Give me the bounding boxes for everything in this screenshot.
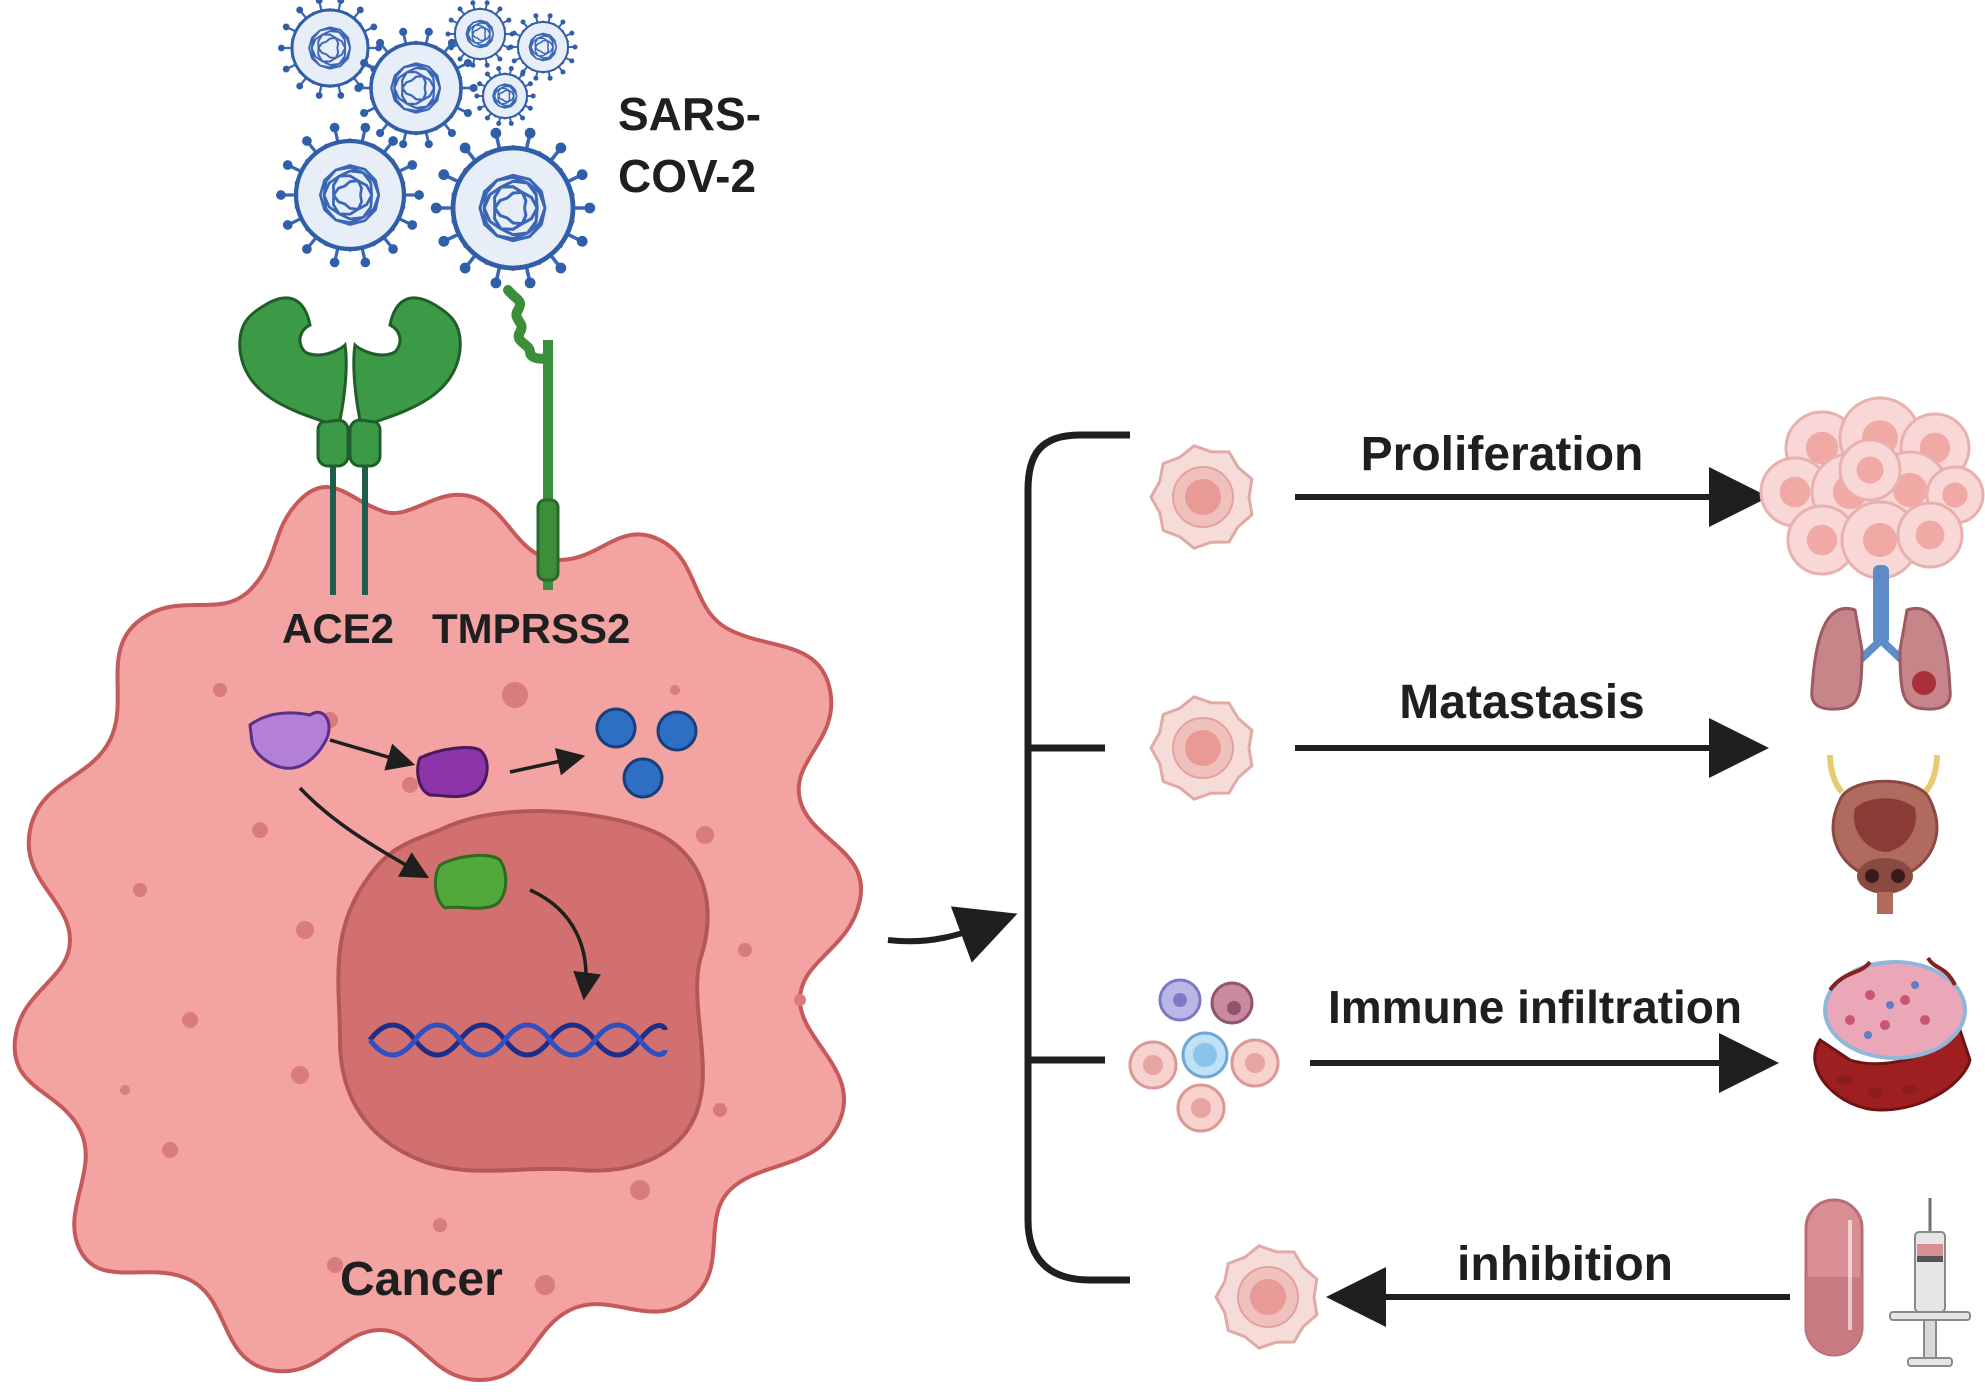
tumor-cluster-icon	[1759, 396, 1985, 580]
activated-protein-icon	[416, 746, 489, 798]
row-arrows	[1295, 467, 1790, 1327]
virus-label-line2: COV-2	[618, 150, 756, 202]
cancer-cell-small-icon	[1149, 444, 1319, 1350]
virus-particle	[277, 0, 383, 99]
outcome-bracket	[1024, 431, 1130, 1284]
transcription-factor-icon	[433, 854, 508, 910]
ace2-label: ACE2	[282, 605, 394, 652]
cancer-label: Cancer	[340, 1253, 503, 1306]
tumor-vessel-icon	[1813, 956, 1972, 1112]
proliferation-label: Proliferation	[1361, 428, 1644, 481]
lungs-icon	[1810, 565, 1952, 711]
immune-infiltration-label: Immune infiltration	[1328, 981, 1742, 1033]
cancer-cell-small	[1149, 695, 1254, 801]
prostate-icon	[1827, 754, 1940, 914]
tumor-cell	[1838, 438, 1902, 502]
virus-particle	[445, 0, 515, 68]
inhibition-label: inhibition	[1457, 1238, 1673, 1291]
cancer-cell	[12, 485, 864, 1383]
capsule-pill-icon	[1804, 1198, 1864, 1357]
virus-particle	[354, 27, 478, 149]
ace2-receptor-icon	[238, 296, 462, 595]
tumor-cell	[1840, 500, 1920, 580]
virus-particle	[430, 127, 596, 289]
tmprss2-receptor-icon	[503, 285, 560, 590]
cancer-cell-small	[1149, 444, 1254, 550]
outcome-arrow	[887, 906, 1018, 963]
virus-particle	[474, 66, 536, 126]
metastasis-label: Matastasis	[1399, 676, 1644, 729]
syringe-icon	[1889, 1198, 1971, 1367]
signaling-arrows	[298, 738, 602, 1001]
virus-particle-icon	[276, 0, 596, 289]
tumor-cell	[1896, 501, 1964, 569]
molecule-cluster-icon	[595, 707, 698, 799]
cancer-cell-small	[1214, 1244, 1319, 1350]
tmprss2-label: TMPRSS2	[432, 605, 630, 652]
dna-helix-icon	[368, 1022, 668, 1058]
virus-particle	[276, 122, 424, 268]
immune-cells-icon	[1128, 978, 1280, 1133]
signaling-protein-icon	[248, 711, 331, 770]
virus-particle	[508, 13, 578, 81]
virus-label-line1: SARS-	[618, 88, 761, 140]
tumor-cell	[1786, 504, 1858, 576]
